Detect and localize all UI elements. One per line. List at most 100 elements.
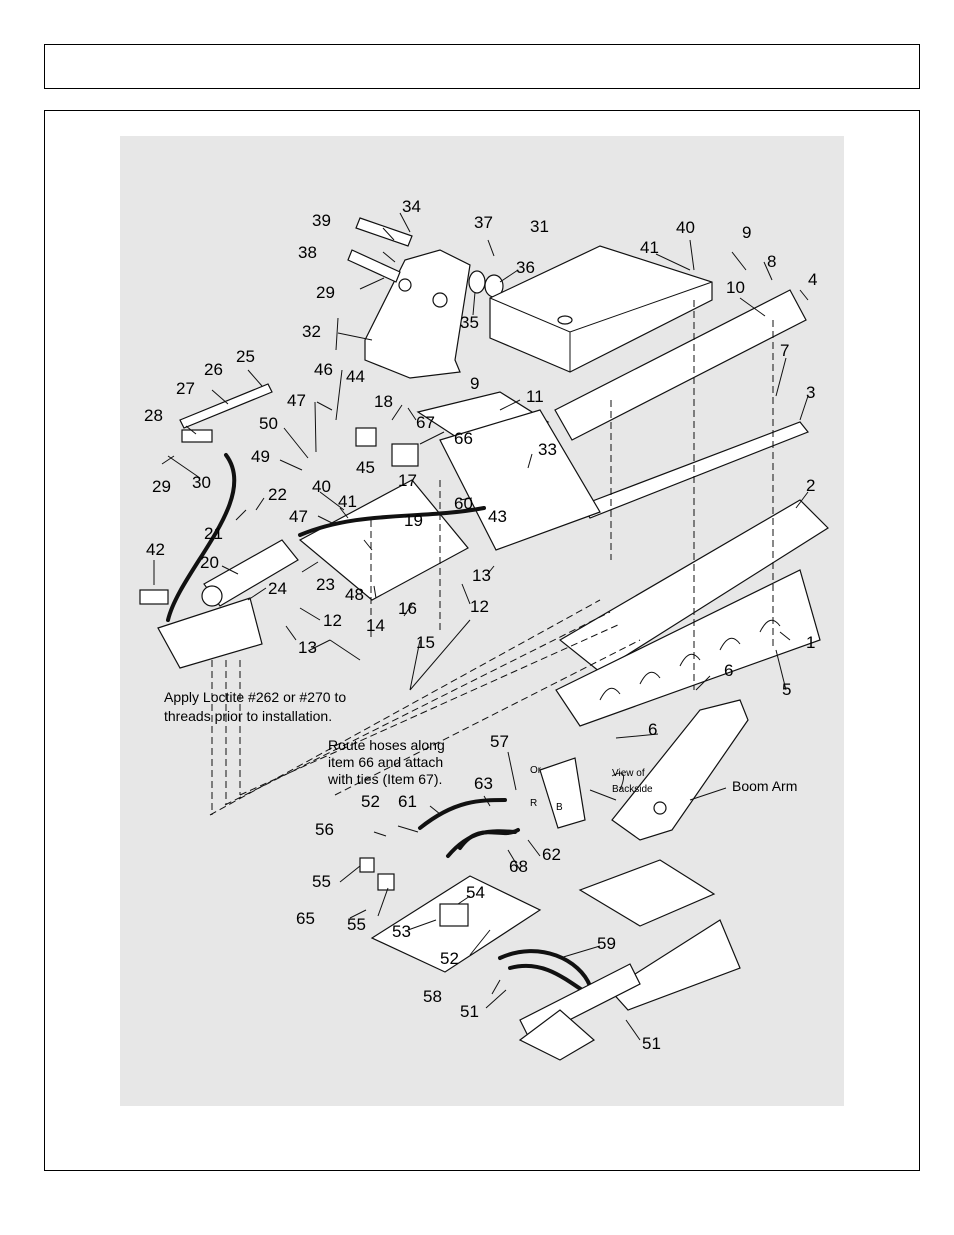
part-number-label: 46 bbox=[314, 360, 333, 379]
part-number-label: 13 bbox=[472, 566, 491, 585]
bracket-24 bbox=[157, 597, 263, 669]
hose-59 bbox=[498, 949, 592, 988]
route-note-line-3: with ties (Item 67). bbox=[328, 771, 443, 787]
route-note-line-1: Route hoses along bbox=[328, 737, 445, 753]
part-number-label: 57 bbox=[490, 732, 509, 751]
part-number-label: 41 bbox=[640, 238, 659, 257]
part-number-label: 13 bbox=[298, 638, 317, 657]
pin-34 bbox=[355, 217, 413, 247]
pin-42 bbox=[139, 589, 169, 605]
loctite-note-line-2: threads prior to installation. bbox=[164, 708, 333, 724]
part-number-label: 5 bbox=[782, 680, 792, 699]
part-number-label: 63 bbox=[474, 774, 493, 793]
part-number-label: 48 bbox=[345, 585, 364, 604]
header-box bbox=[44, 44, 920, 89]
part-number-label: 27 bbox=[176, 379, 195, 398]
part-number-label: 45 bbox=[356, 458, 375, 477]
part-number-label: 52 bbox=[361, 792, 380, 811]
part-number-label: 44 bbox=[346, 367, 365, 386]
part-number-label: 30 bbox=[192, 473, 211, 492]
part-number-label: 29 bbox=[316, 283, 335, 302]
part-number-label: 47 bbox=[287, 391, 306, 410]
part-number-label: 38 bbox=[298, 243, 317, 262]
part-number-label: 9 bbox=[742, 223, 752, 242]
part-number-label: 11 bbox=[526, 387, 544, 406]
part-number-label: 66 bbox=[454, 429, 473, 448]
port-or-label: Or bbox=[530, 765, 542, 776]
part-number-label: 7 bbox=[780, 341, 790, 360]
part-number-label: 28 bbox=[144, 406, 163, 425]
part-number-label: 10 bbox=[726, 278, 745, 297]
view-line-2: Backside bbox=[612, 784, 653, 795]
bar-3 bbox=[581, 421, 809, 519]
part-number-label: 67 bbox=[416, 413, 435, 432]
part-number-label: 2 bbox=[806, 476, 816, 495]
lower-beam bbox=[609, 919, 741, 1011]
part-number-label: 59 bbox=[597, 934, 616, 953]
port-b-label: B bbox=[556, 802, 563, 813]
part-number-label: 55 bbox=[347, 915, 366, 934]
part-number-label: 23 bbox=[316, 575, 335, 594]
boom-arm-label: Boom Arm bbox=[732, 778, 798, 794]
part-number-label: 61 bbox=[398, 792, 417, 811]
hose-upper bbox=[298, 506, 486, 537]
part-number-label: 51 bbox=[642, 1034, 661, 1053]
lower-frame bbox=[578, 859, 716, 927]
part-number-label: 68 bbox=[509, 857, 528, 876]
part-number-label: 33 bbox=[538, 440, 557, 459]
part-number-label: 54 bbox=[466, 883, 485, 902]
fitting-55 bbox=[359, 857, 375, 873]
part-number-label: 24 bbox=[268, 579, 287, 598]
view-line-1: View of bbox=[612, 768, 645, 779]
part-number-label: 40 bbox=[676, 218, 695, 237]
part-number-label: 14 bbox=[366, 616, 385, 635]
part-number-label: 16 bbox=[398, 599, 417, 618]
valve-18 bbox=[391, 443, 419, 467]
part-number-label: 51 bbox=[460, 1002, 479, 1021]
base-43 bbox=[439, 409, 601, 551]
part-number-label: 34 bbox=[402, 197, 421, 216]
part-number-label: 49 bbox=[251, 447, 270, 466]
part-number-label: 31 bbox=[530, 217, 549, 236]
block-44 bbox=[355, 427, 377, 447]
part-number-label: 60 bbox=[454, 494, 473, 513]
part-number-label: 19 bbox=[404, 511, 423, 530]
part-number-label: 40 bbox=[312, 477, 331, 496]
part-number-label: 18 bbox=[374, 392, 393, 411]
part-number-label: 53 bbox=[392, 922, 411, 941]
plate-11 bbox=[416, 391, 550, 447]
loctite-note-line-1: Apply Loctite #262 or #270 to bbox=[164, 689, 347, 705]
hose-main bbox=[166, 453, 237, 622]
washer-35 bbox=[468, 270, 486, 294]
lever-26 bbox=[179, 383, 273, 429]
part-number-label: 36 bbox=[516, 258, 535, 277]
part-number-label: 43 bbox=[488, 507, 507, 526]
loctite-note: Apply Loctite #262 or #270 to threads pr… bbox=[164, 688, 404, 726]
part-number-label: 35 bbox=[460, 313, 479, 332]
hose-61 bbox=[418, 798, 507, 830]
part-number-label: 8 bbox=[767, 252, 777, 271]
backside-bracket bbox=[539, 757, 586, 829]
fitting-55b bbox=[377, 873, 395, 891]
valve-lower bbox=[439, 903, 469, 927]
pin-38 bbox=[347, 249, 401, 283]
view-backside-label: View of Backside bbox=[612, 766, 653, 798]
part-number-label: 29 bbox=[152, 477, 171, 496]
part-number-label: 22 bbox=[268, 485, 287, 504]
lower-mount bbox=[518, 1009, 596, 1061]
bar-4 bbox=[554, 289, 807, 441]
part-number-label: 4 bbox=[808, 270, 818, 289]
part-number-label: 55 bbox=[312, 872, 331, 891]
cover-31 bbox=[489, 245, 713, 373]
guard-1 bbox=[555, 569, 821, 727]
port-r-label: R bbox=[530, 798, 538, 809]
plate-28 bbox=[181, 429, 213, 443]
part-number-label: 15 bbox=[416, 633, 435, 652]
part-number-label: 21 bbox=[204, 524, 223, 543]
part-number-label: 41 bbox=[338, 492, 357, 511]
part-number-label: 12 bbox=[470, 597, 489, 616]
hose-68 bbox=[458, 828, 520, 850]
part-number-label: 65 bbox=[296, 909, 315, 928]
part-number-label: 9 bbox=[470, 374, 480, 393]
